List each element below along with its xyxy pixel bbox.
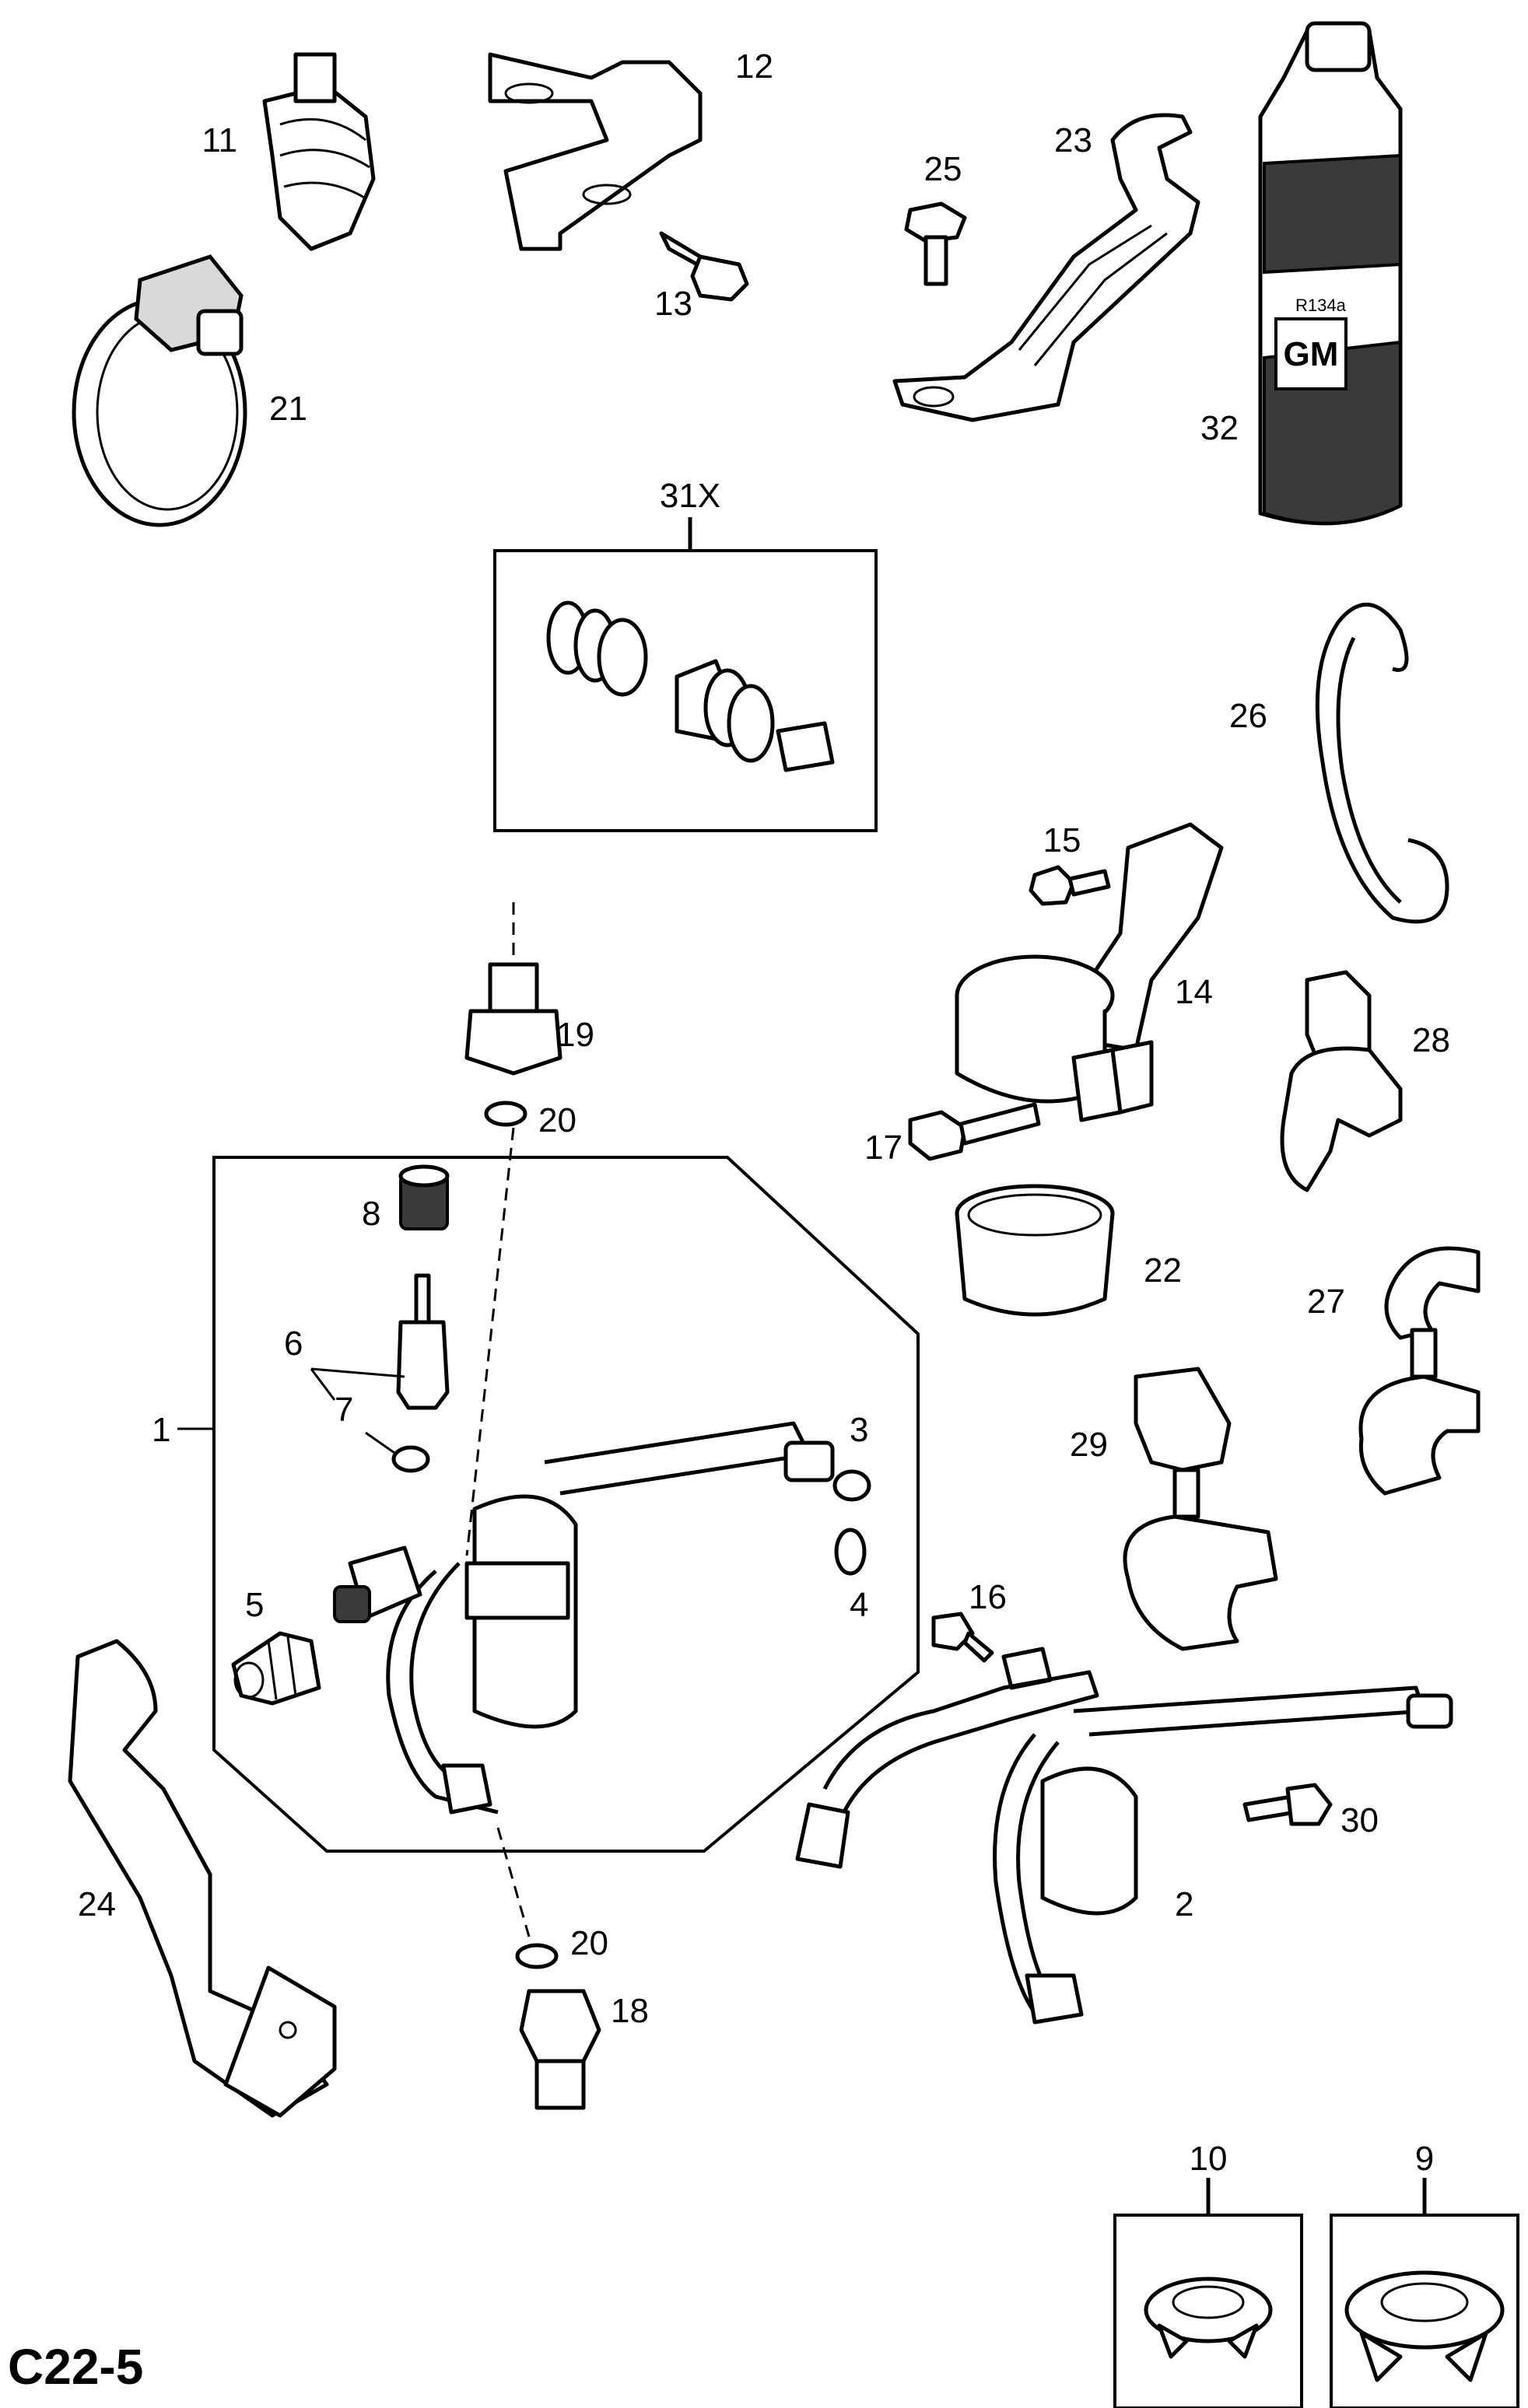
callout-17: 17 [864,1129,902,1167]
callout-21: 21 [269,390,307,428]
callout-14: 14 [1175,973,1213,1011]
callout-27: 27 [1307,1283,1345,1321]
callout-20a: 20 [538,1101,577,1139]
callout-9: 9 [1415,2140,1434,2178]
can-print-text: R134a [1295,296,1347,315]
part-24-bracket [68,1639,337,2118]
part-31x-seal-kit [493,517,878,832]
callout-19: 19 [556,1016,594,1054]
callout-18: 18 [611,1992,649,2030]
callout-26: 26 [1229,697,1267,735]
callout-4: 4 [850,1586,868,1624]
part-20-oring-upper [484,1101,527,1127]
part-1-assembly-frame [212,1156,920,1853]
callout-7: 7 [335,1391,353,1429]
callout-25: 25 [924,150,962,188]
part-22-sleeve [955,1184,1115,1317]
part-23-bracket [892,113,1200,422]
callout-10: 10 [1190,2140,1228,2178]
callout-22: 22 [1144,1251,1182,1290]
part-29-double-clip [1123,1367,1278,1651]
callout-13: 13 [654,285,692,323]
callout-2: 2 [1175,1885,1193,1923]
callout-8: 8 [362,1195,380,1233]
part-17-bolt [908,1102,1041,1161]
part-5-boot [231,1631,321,1706]
callout-12: 12 [735,47,773,86]
part-16-bolt [931,1612,994,1663]
part-26-hook [1315,602,1449,924]
callout-23: 23 [1054,121,1092,159]
part-18-fitting [519,1989,601,2110]
part-3-oring [832,1469,871,1502]
part-32-refrigerant-can: GM R134a [1258,21,1403,526]
page-code: C22-5 [8,2339,143,2395]
callout-24: 24 [78,1885,116,1923]
callout-30: 30 [1341,1801,1379,1839]
part-6-valve [396,1273,450,1410]
part-19-fitting [464,902,562,1076]
part-27-double-clip [1358,1246,1481,1496]
part-2-receiver-drier [795,1647,1453,2025]
callout-28: 28 [1412,1021,1450,1059]
callout-16: 16 [969,1578,1007,1616]
part-21-hose-clamp [72,254,247,527]
part-25-bolt [904,201,967,286]
part-12-bracket [488,52,703,251]
part-14-strap-bracket [955,822,1224,1122]
part-10-seal-box [1113,2178,1303,2408]
callout-29: 29 [1070,1426,1108,1464]
callout-32: 32 [1200,409,1239,447]
callout-20b: 20 [570,1924,608,1962]
part-1-receiver-drier [333,1421,835,1815]
part-20-oring-lower [515,1943,559,1969]
part-9-seal-box [1330,2178,1519,2408]
callout-11: 11 [202,121,237,159]
part-8-cap [398,1164,450,1230]
callout-15: 15 [1043,821,1081,859]
callout-3: 3 [850,1411,868,1449]
part-13-bolt [659,231,749,302]
callout-1: 1 [152,1411,170,1449]
part-11-clip [262,52,376,251]
callout-6: 6 [284,1325,303,1363]
can-logo-text: GM [1284,335,1339,373]
part-15-bolt [1029,865,1111,906]
part-7-oring [391,1445,430,1473]
part-30-bolt [1242,1783,1333,1826]
part-4-oring [834,1528,867,1576]
callout-31x: 31X [660,477,720,515]
part-28-double-clip [1280,970,1403,1192]
callout-5: 5 [245,1586,264,1624]
